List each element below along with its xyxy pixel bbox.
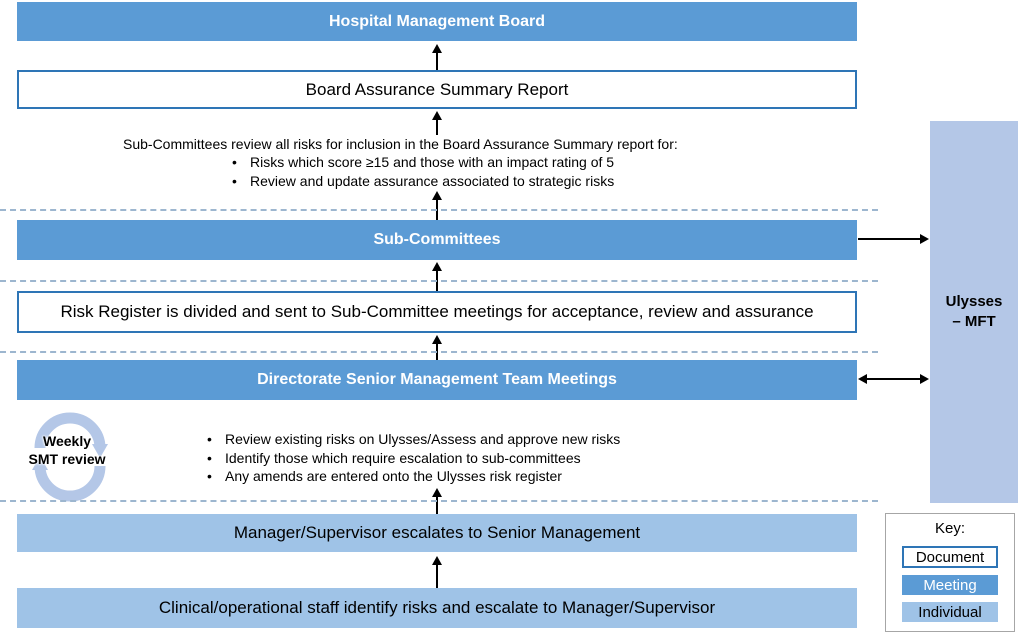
node-board-assurance-summary-report: Board Assurance Summary Report (17, 70, 857, 109)
sub-committee-note-intro: Sub-Committees review all risks for incl… (123, 136, 678, 152)
refresh-cycle-icon (32, 412, 108, 502)
node-label: Directorate Senior Management Team Meeti… (257, 371, 617, 388)
note-bullet: Review and update assurance associated t… (230, 172, 614, 191)
ulysses-label-line1: Ulysses (945, 293, 1003, 310)
legend-title: Key: (934, 520, 965, 537)
legend-item-label: Meeting (923, 576, 977, 594)
arrow-right-icon (858, 234, 929, 244)
legend-item-label: Individual (918, 603, 982, 621)
legend-item-label: Document (915, 548, 985, 566)
note-bullet: Review existing risks on Ulysses/Assess … (205, 430, 620, 449)
arrow-up-icon (432, 44, 442, 70)
dashed-separator (0, 500, 878, 502)
node-hospital-management-board: Hospital Management Board (17, 2, 857, 41)
ulysses-label-line2: – MFT (952, 313, 996, 330)
node-label: Risk Register is divided and sent to Sub… (60, 302, 814, 321)
node-label: Board Assurance Summary Report (305, 79, 569, 99)
node-label: Sub-Committees (373, 231, 501, 248)
dashed-separator (0, 351, 878, 353)
node-clinical-staff: Clinical/operational staff identify risk… (17, 588, 857, 628)
smt-note-bullets: Review existing risks on Ulysses/Assess … (205, 430, 620, 486)
note-bullet: Any amends are entered onto the Ulysses … (205, 467, 620, 486)
arrow-double-icon (858, 374, 929, 384)
legend-item-meeting: Meeting (902, 575, 998, 595)
node-manager-escalation: Manager/Supervisor escalates to Senior M… (17, 514, 857, 552)
legend-key: Key: Document Meeting Individual (885, 513, 1015, 632)
node-directorate-smt-meetings: Directorate Senior Management Team Meeti… (17, 360, 857, 400)
legend-item-individual: Individual (902, 602, 998, 622)
weekly-smt-review-label: Weekly SMT review (8, 432, 126, 468)
sub-committee-note-bullets: Risks which score ≥15 and those with an … (230, 153, 614, 190)
node-label: Hospital Management Board (328, 12, 546, 30)
weekly-smt-review-line1: Weekly (43, 433, 91, 449)
arrow-up-icon (432, 111, 442, 135)
dashed-separator (0, 280, 878, 282)
legend-item-document: Document (902, 546, 998, 568)
note-bullet: Risks which score ≥15 and those with an … (230, 153, 614, 172)
note-bullet: Identify those which require escalation … (205, 449, 620, 468)
node-ulysses-mft: Ulysses – MFT (930, 121, 1018, 503)
node-risk-register: Risk Register is divided and sent to Sub… (17, 291, 857, 333)
arrow-up-icon (432, 556, 442, 588)
node-sub-committees: Sub-Committees (17, 220, 857, 260)
node-label: Clinical/operational staff identify risk… (158, 598, 716, 617)
arrow-up-icon (432, 488, 442, 514)
dashed-separator (0, 209, 878, 211)
weekly-smt-review-line2: SMT review (28, 451, 106, 467)
node-label: Manager/Supervisor escalates to Senior M… (233, 523, 641, 542)
